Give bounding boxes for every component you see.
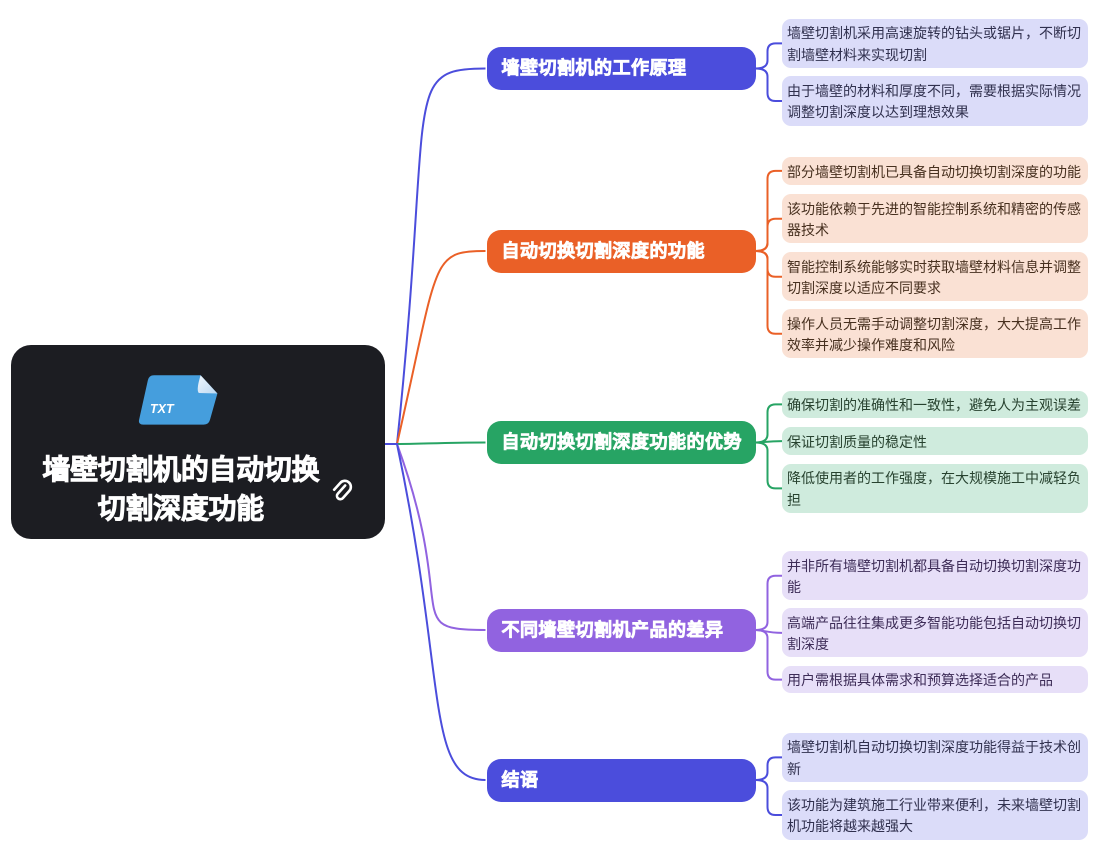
svg-text:TXT: TXT — [150, 402, 175, 416]
